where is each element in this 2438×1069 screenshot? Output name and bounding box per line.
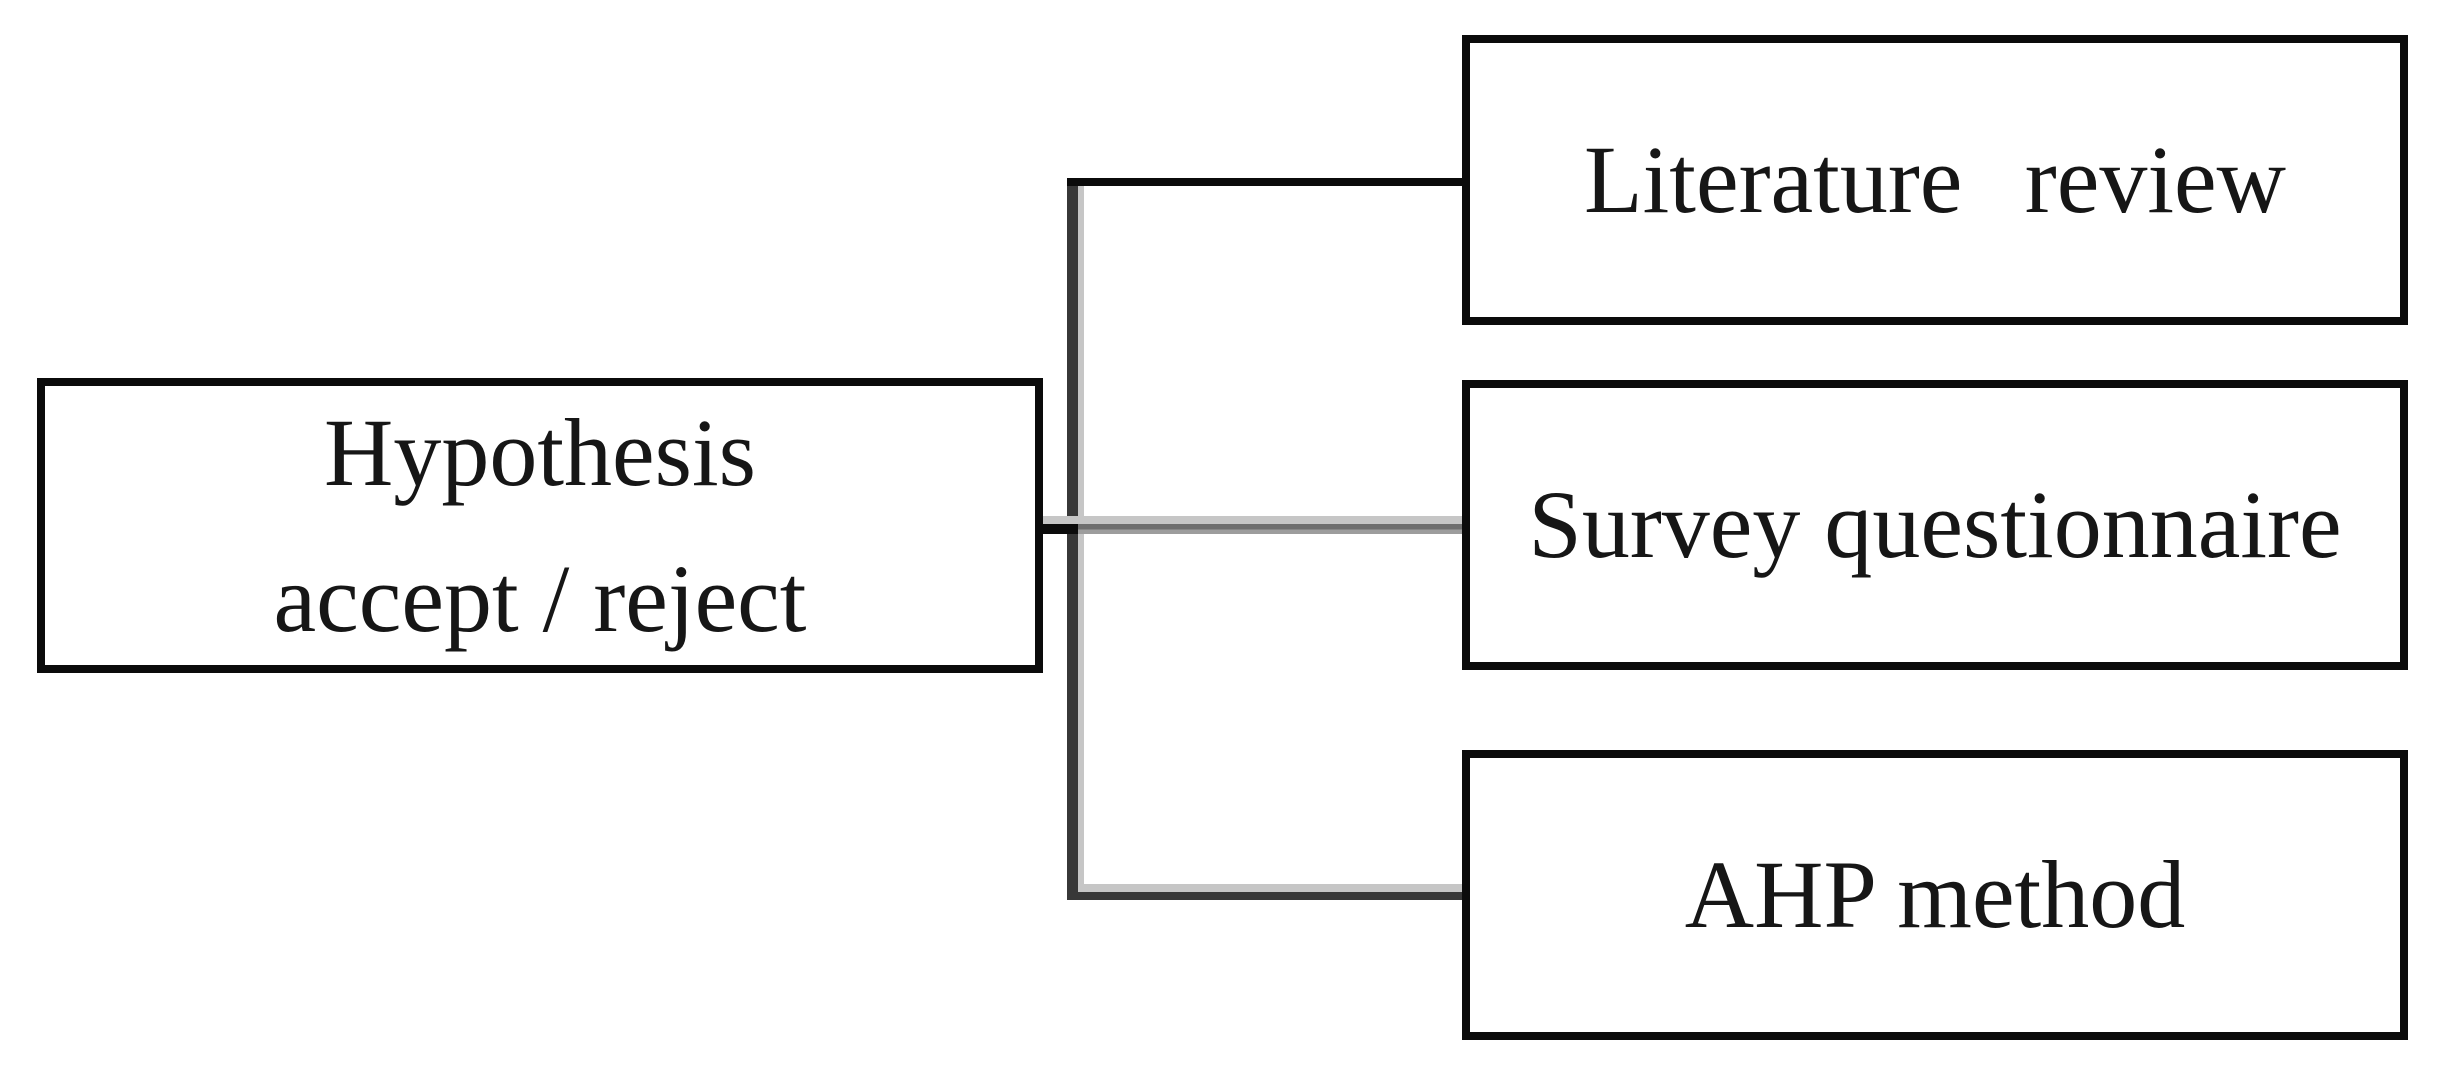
ahp-method-label: AHP method [1684, 841, 2186, 949]
literature-review-label: Literature review [1583, 126, 2286, 234]
trunk-line-shadow [1078, 186, 1084, 886]
connector-to-ahp-shadow [1078, 884, 1462, 892]
survey-questionnaire-box: Survey questionnaire [1462, 380, 2408, 670]
connector-to-survey-left-segment [1035, 524, 1078, 534]
literature-review-box: Literature review [1462, 35, 2408, 325]
connector-to-literature-review [1067, 178, 1462, 186]
connector-to-ahp [1067, 892, 1462, 900]
hypothesis-box-label-line2: accept / reject [273, 544, 807, 652]
trunk-line [1067, 178, 1078, 900]
survey-questionnaire-label: Survey questionnaire [1528, 471, 2342, 579]
connector-to-survey-right-segment [1078, 524, 1462, 534]
connector-to-survey-shadow [1043, 516, 1462, 524]
ahp-method-box: AHP method [1462, 750, 2408, 1040]
hypothesis-box: Hypothesis accept / reject [37, 378, 1043, 673]
hypothesis-box-label-line1: Hypothesis [324, 398, 756, 506]
